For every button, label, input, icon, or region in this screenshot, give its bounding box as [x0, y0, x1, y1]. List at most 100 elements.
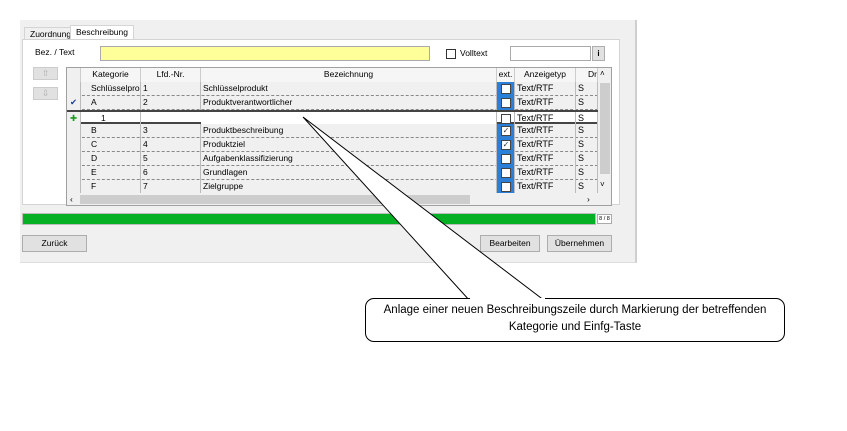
info-icon[interactable]: i — [592, 46, 605, 61]
row-marker[interactable] — [67, 166, 81, 180]
apply-button[interactable]: Übernehmen — [547, 235, 612, 252]
table-row[interactable]: D 5 Aufgabenklassifizierung Text/RTF S — [67, 152, 598, 166]
cell-kategorie[interactable]: 1 — [81, 112, 141, 126]
cell-bezeichnung[interactable]: Zielgruppe — [201, 180, 497, 194]
ext-checkbox[interactable] — [501, 114, 511, 124]
progress-fill — [23, 214, 595, 224]
cell-dr[interactable]: S — [576, 180, 598, 194]
volltext-checkbox[interactable] — [446, 49, 456, 59]
row-marker[interactable] — [67, 180, 81, 194]
cell-anzeigetyp[interactable]: Text/RTF — [515, 112, 576, 126]
cell-lfd-nr[interactable]: 7 — [141, 180, 201, 194]
cell-lfd-nr[interactable]: 2 — [141, 96, 201, 110]
table-row[interactable]: ✔ A 2 Produktverantwortlicher Text/RTF S — [67, 96, 598, 110]
table-row[interactable]: F 7 Zielgruppe Text/RTF S — [67, 180, 598, 194]
cell-lfd-nr[interactable]: 4 — [141, 138, 201, 152]
cell-anzeigetyp[interactable]: Text/RTF — [515, 166, 576, 180]
cell-kategorie[interactable]: A — [81, 96, 141, 110]
cell-anzeigetyp[interactable]: Text/RTF — [515, 152, 576, 166]
bez-text-input[interactable] — [100, 46, 430, 61]
cell-bezeichnung[interactable]: Aufgabenklassifizierung — [201, 152, 497, 166]
cell-dr[interactable]: S — [576, 138, 598, 152]
cell-ext[interactable]: ✓ — [497, 138, 515, 152]
ext-checkbox[interactable]: ✓ — [501, 140, 511, 150]
cell-ext[interactable] — [497, 180, 515, 194]
cell-kategorie[interactable]: B — [81, 124, 141, 138]
cell-kategorie[interactable]: D — [81, 152, 141, 166]
dialog-window: Zuordnung Beschreibung Bez. / Text Vollt… — [20, 20, 637, 263]
vertical-scrollbar[interactable]: ˄ ˅ — [598, 68, 611, 193]
table-row[interactable]: ✚ 1 Text/RTF S — [67, 110, 598, 126]
row-marker[interactable] — [67, 138, 81, 152]
cell-dr[interactable]: S — [576, 82, 598, 96]
cell-lfd-nr[interactable]: 5 — [141, 152, 201, 166]
col-bezeichnung[interactable]: Bezeichnung — [201, 68, 497, 82]
table-row[interactable]: Schlüsselprod 1 Schlüsselprodukt Text/RT… — [67, 82, 598, 96]
col-lfd-nr[interactable]: Lfd.-Nr. — [141, 68, 201, 82]
ext-checkbox[interactable]: ✓ — [501, 126, 511, 136]
hscroll-thumb[interactable] — [80, 195, 470, 204]
cell-bezeichnung[interactable]: Produktverantwortlicher — [201, 96, 497, 110]
col-anzeigetyp[interactable]: Anzeigetyp — [515, 68, 576, 82]
cell-anzeigetyp[interactable]: Text/RTF — [515, 180, 576, 194]
vscroll-thumb[interactable] — [600, 83, 610, 174]
edit-button[interactable]: Bearbeiten — [480, 235, 540, 252]
description-grid: Kategorie Lfd.-Nr. Bezeichnung ext. Anze… — [66, 67, 612, 206]
row-marker[interactable]: ✚ — [67, 112, 81, 126]
scroll-right-icon[interactable]: › — [587, 194, 590, 204]
cell-kategorie[interactable]: Schlüsselprod — [81, 82, 141, 96]
cell-anzeigetyp[interactable]: Text/RTF — [515, 82, 576, 96]
ext-checkbox[interactable] — [501, 98, 511, 108]
scroll-up-icon[interactable]: ˄ — [600, 69, 605, 78]
move-down-button[interactable]: ⇩ — [33, 87, 58, 100]
move-up-button[interactable]: ⇧ — [33, 67, 58, 80]
cell-bezeichnung[interactable] — [201, 112, 497, 126]
cell-ext[interactable] — [497, 166, 515, 180]
cell-kategorie[interactable]: E — [81, 166, 141, 180]
cell-ext[interactable] — [497, 112, 515, 126]
cell-ext[interactable] — [497, 152, 515, 166]
cell-bezeichnung[interactable]: Grundlagen — [201, 166, 497, 180]
col-dr[interactable]: Dr — [576, 68, 598, 82]
col-ext[interactable]: ext. — [497, 68, 515, 82]
ext-checkbox[interactable] — [501, 168, 511, 178]
cell-dr[interactable]: S — [576, 152, 598, 166]
ext-checkbox[interactable] — [501, 84, 511, 94]
tab-beschreibung[interactable]: Beschreibung — [70, 25, 134, 40]
row-marker[interactable] — [67, 82, 81, 96]
cell-ext[interactable]: ✓ — [497, 124, 515, 138]
row-marker[interactable]: ✔ — [67, 96, 81, 110]
row-marker[interactable] — [67, 124, 81, 138]
progress-label: 8 / 8 — [597, 214, 612, 224]
cell-lfd-nr[interactable]: 3 — [141, 124, 201, 138]
cell-bezeichnung[interactable]: Produktbeschreibung — [201, 124, 497, 138]
ext-checkbox[interactable] — [501, 182, 511, 192]
cell-dr[interactable]: S — [576, 112, 598, 126]
cell-anzeigetyp[interactable]: Text/RTF — [515, 124, 576, 138]
cell-dr[interactable]: S — [576, 124, 598, 138]
progress-bar — [22, 213, 596, 225]
cell-lfd-nr[interactable]: 6 — [141, 166, 201, 180]
callout-note: Anlage einer neuen Beschreibungszeile du… — [365, 298, 785, 342]
cell-kategorie[interactable]: F — [81, 180, 141, 194]
cell-kategorie[interactable]: C — [81, 138, 141, 152]
cell-dr[interactable]: S — [576, 166, 598, 180]
search-input[interactable] — [510, 46, 591, 61]
table-row[interactable]: B 3 Produktbeschreibung ✓ Text/RTF S — [67, 124, 598, 138]
cell-bezeichnung[interactable]: Produktziel — [201, 138, 497, 152]
scroll-down-icon[interactable]: ˅ — [600, 180, 605, 189]
horizontal-scrollbar[interactable]: ‹ › — [67, 193, 611, 205]
row-marker[interactable] — [67, 152, 81, 166]
cell-anzeigetyp[interactable]: Text/RTF — [515, 96, 576, 110]
cell-lfd-nr[interactable]: 1 — [141, 82, 201, 96]
cell-ext[interactable] — [497, 82, 515, 96]
cell-bezeichnung[interactable]: Schlüsselprodukt — [201, 82, 497, 96]
col-kategorie[interactable]: Kategorie — [81, 68, 141, 82]
table-row[interactable]: E 6 Grundlagen Text/RTF S — [67, 166, 598, 180]
cell-ext[interactable] — [497, 96, 515, 110]
cell-dr[interactable]: S — [576, 96, 598, 110]
back-button[interactable]: Zurück — [22, 235, 87, 252]
ext-checkbox[interactable] — [501, 154, 511, 164]
scroll-left-icon[interactable]: ‹ — [70, 194, 73, 204]
cell-anzeigetyp[interactable]: Text/RTF — [515, 138, 576, 152]
